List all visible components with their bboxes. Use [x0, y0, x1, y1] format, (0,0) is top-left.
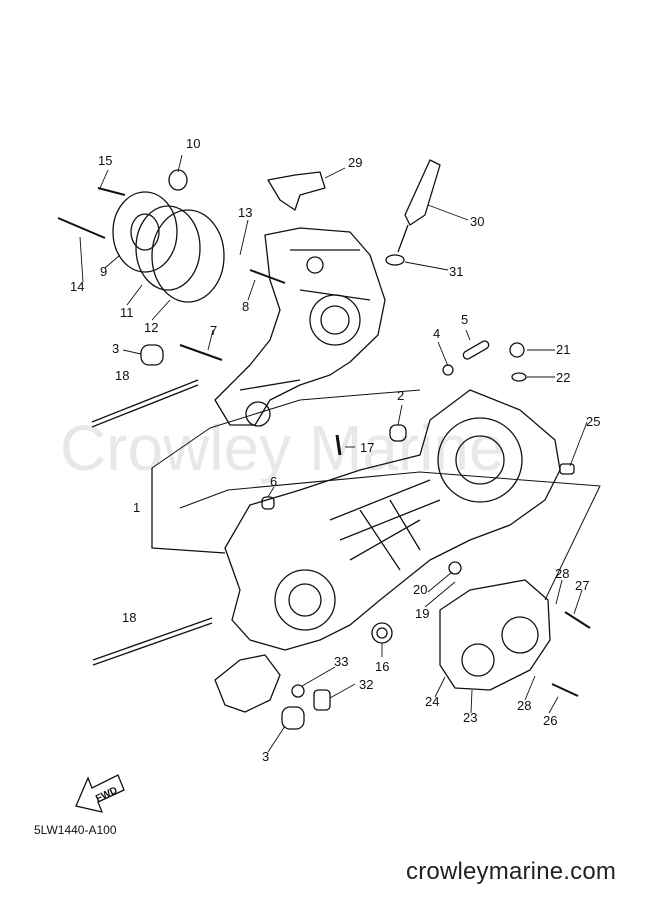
callout-label: 5 [461, 312, 468, 327]
callout-label: 17 [360, 440, 374, 455]
callout-label: 19 [415, 606, 429, 621]
fwd-arrow-icon: FWD [75, 774, 125, 813]
bracket [267, 171, 326, 211]
dipstick [404, 159, 441, 226]
callout-label: 28 [517, 698, 531, 713]
callout-label: 25 [586, 414, 600, 429]
callout-label: 24 [425, 694, 439, 709]
callout-label: 6 [270, 474, 277, 489]
callout-label: 28 [555, 566, 569, 581]
callout-label: 20 [413, 582, 427, 597]
bolt [57, 217, 106, 239]
callout-label: 7 [210, 323, 217, 338]
callout-label: 14 [70, 279, 84, 294]
callout-label: 32 [359, 677, 373, 692]
callout-label: 29 [348, 155, 362, 170]
callout-label: 11 [120, 305, 134, 320]
callout-label: 10 [186, 136, 200, 151]
callout-label: 15 [98, 153, 112, 168]
callout-label: 21 [556, 342, 570, 357]
callout-label: 27 [575, 578, 589, 593]
right-crankcase-lower [224, 389, 561, 651]
oil-seal [168, 169, 188, 191]
magneto-cover [112, 191, 178, 273]
gasket-ring [135, 205, 201, 291]
callout-label: 18 [122, 610, 136, 625]
callout-label: 9 [100, 264, 107, 279]
callout-label: 1 [133, 500, 140, 515]
transmission-cover [439, 579, 551, 691]
callout-label: 8 [242, 299, 249, 314]
o-ring [385, 254, 405, 266]
callout-label: 13 [238, 205, 252, 220]
callout-label: 30 [470, 214, 484, 229]
left-crankcase-upper [214, 227, 386, 426]
callout-label: 16 [375, 659, 389, 674]
cover-plate [151, 209, 225, 303]
callout-label: 12 [144, 320, 158, 335]
kick-starter [214, 654, 281, 713]
callout-label: 3 [112, 341, 119, 356]
callout-label: 33 [334, 654, 348, 669]
callout-label: 4 [433, 326, 440, 341]
callout-label: 22 [556, 370, 570, 385]
group-bracket [151, 468, 226, 554]
site-url[interactable]: crowleymarine.com [406, 858, 617, 885]
callout-label: 2 [397, 388, 404, 403]
stud-bolt-upper [91, 379, 199, 423]
callout-label: 23 [463, 710, 477, 725]
callout-label: 3 [262, 749, 269, 764]
callout-label: 26 [543, 713, 557, 728]
bushing [140, 344, 164, 366]
callout-label: 18 [115, 368, 129, 383]
diagram-code: 5LW1440-A100 [34, 823, 117, 837]
stud-bolt-lower [92, 617, 213, 661]
watermark: Crowley Marine [60, 412, 505, 484]
callout-label: 31 [449, 264, 463, 279]
